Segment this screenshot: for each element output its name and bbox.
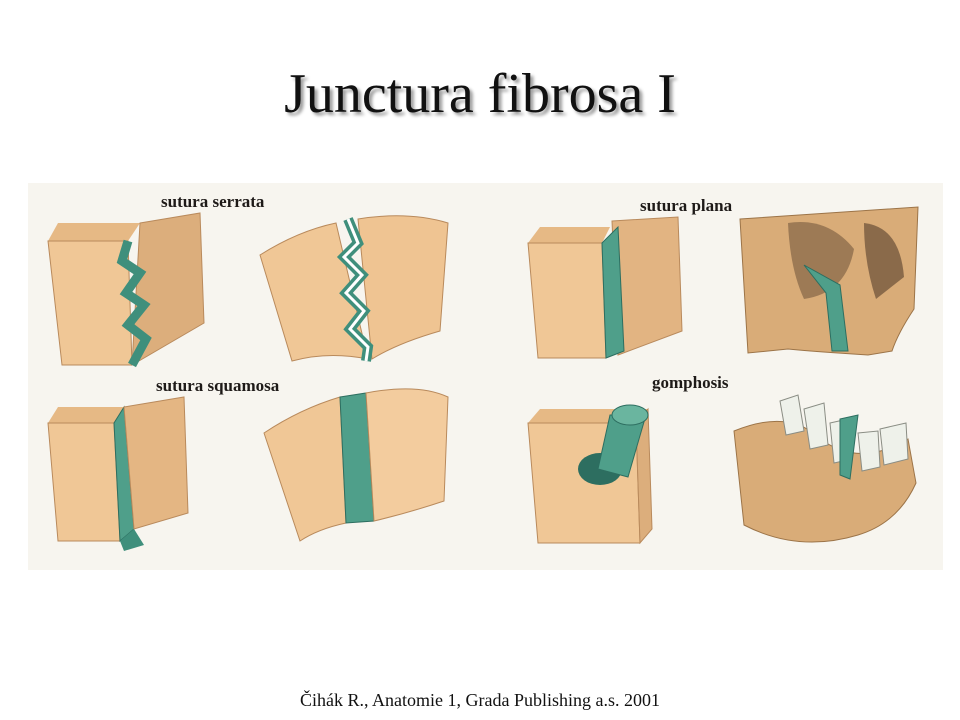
squamosa-block-diagram <box>47 396 189 551</box>
label-sutura-squamosa: sutura squamosa <box>156 376 280 395</box>
serrata-bone-illustration <box>259 215 449 362</box>
serrata-block-diagram <box>47 212 205 368</box>
gomphosis-jaw-illustration <box>733 394 917 543</box>
plana-skull-illustration <box>739 206 919 356</box>
source-citation: Čihák R., Anatomie 1, Grada Publishing a… <box>300 690 660 710</box>
slide-title: Junctura fibrosa I <box>284 63 676 125</box>
label-sutura-serrata: sutura serrata <box>161 192 265 211</box>
gomphosis-block-diagram <box>527 404 653 545</box>
label-sutura-plana: sutura plana <box>640 196 733 215</box>
illustration-plate: sutura serrata sutura plana sutura squam… <box>28 183 943 570</box>
squamosa-bone-illustration <box>263 388 449 542</box>
plana-block-diagram <box>527 216 683 359</box>
label-gomphosis: gomphosis <box>652 373 729 392</box>
